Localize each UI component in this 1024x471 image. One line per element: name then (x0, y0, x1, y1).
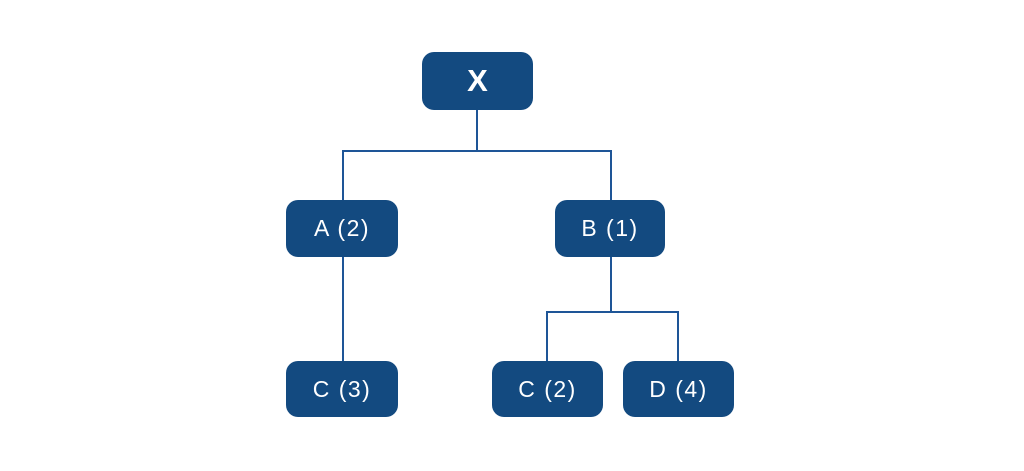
node-d4-label: D (4) (649, 375, 708, 402)
connector-b-down (610, 257, 612, 313)
node-a: A (2) (286, 200, 398, 257)
node-x: X (422, 52, 533, 110)
connector-x-down (476, 110, 478, 152)
node-a-label: A (2) (313, 215, 371, 241)
node-x-label: X (467, 63, 488, 98)
node-c2: C (2) (492, 361, 603, 417)
connector-level2-rail (546, 311, 679, 313)
connector-to-a (342, 150, 344, 200)
connector-to-b (610, 150, 612, 200)
node-c3-label: C (3) (312, 375, 372, 402)
connector-a-to-c3 (342, 257, 344, 361)
node-c2-label: C (2) (518, 375, 577, 402)
connector-level1-rail (342, 150, 612, 152)
node-c3: C (3) (286, 361, 398, 417)
node-d4: D (4) (623, 361, 734, 417)
node-b: B (1) (555, 200, 665, 257)
connector-to-c2 (546, 311, 548, 361)
node-b-label: B (1) (581, 215, 639, 241)
connector-to-d4 (677, 311, 679, 361)
